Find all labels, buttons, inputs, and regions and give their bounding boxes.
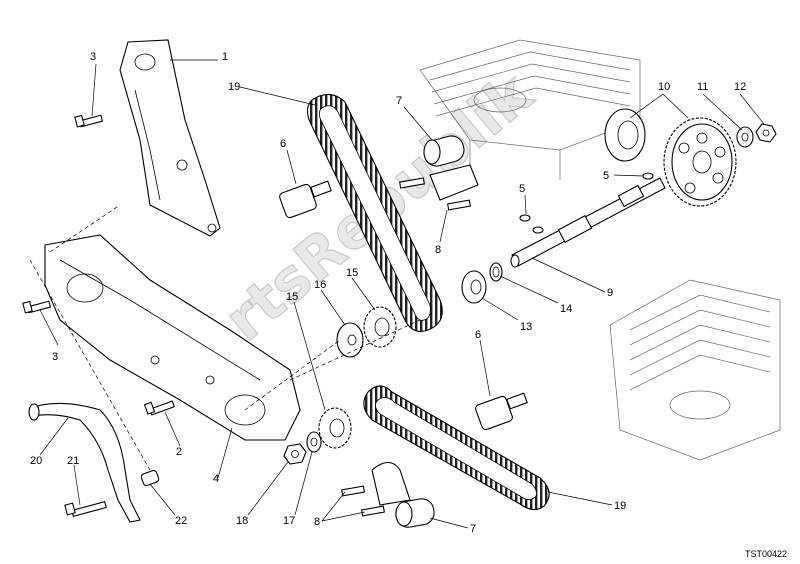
cylinder-head-ghost bbox=[609, 279, 781, 461]
leader-lines bbox=[39, 59, 765, 529]
callout-13: 13 bbox=[520, 321, 532, 333]
drawing-code: TST00422 bbox=[745, 549, 787, 559]
callout-5-right: 5 bbox=[603, 170, 609, 182]
callout-8-upper: 8 bbox=[435, 244, 441, 256]
camshaft-pulley-large[interactable] bbox=[663, 117, 737, 207]
callout-22: 22 bbox=[175, 515, 187, 527]
callout-7-lower: 7 bbox=[470, 523, 476, 535]
callout-1: 1 bbox=[222, 51, 228, 63]
upper-belt-cover[interactable] bbox=[119, 39, 221, 237]
callout-11: 11 bbox=[697, 81, 708, 93]
callout-8-lower: 8 bbox=[314, 516, 320, 528]
callout-labels: 1 19 7 10 11 12 3 6 5 5 8 9 14 13 15 16 … bbox=[30, 51, 746, 535]
drive-pulley-lower[interactable] bbox=[318, 407, 352, 449]
lever-20[interactable] bbox=[28, 402, 141, 523]
callout-6-upper: 6 bbox=[280, 138, 286, 150]
callout-15-lower: 15 bbox=[286, 291, 298, 303]
camshaft[interactable] bbox=[510, 177, 666, 268]
callout-16: 16 bbox=[314, 279, 326, 291]
callout-21: 21 bbox=[67, 455, 79, 467]
tensioner-screws-lower[interactable] bbox=[341, 485, 385, 517]
spacer-upper[interactable] bbox=[279, 180, 332, 219]
callout-5-left: 5 bbox=[519, 183, 525, 195]
timing-belt-upper[interactable] bbox=[306, 93, 443, 333]
bushing-22[interactable] bbox=[140, 469, 160, 487]
washer-16[interactable] bbox=[336, 322, 364, 358]
callout-20: 20 bbox=[30, 455, 42, 467]
callout-17: 17 bbox=[283, 515, 295, 527]
callout-12: 12 bbox=[734, 81, 746, 93]
callout-14: 14 bbox=[560, 303, 572, 315]
callout-3-upper: 3 bbox=[90, 51, 96, 63]
bearing-13[interactable] bbox=[461, 270, 487, 304]
cover-screw-top[interactable] bbox=[74, 114, 104, 128]
assembly-guide-lines bbox=[29, 204, 421, 471]
callout-7-upper: 7 bbox=[396, 95, 402, 107]
cover-screw-lower[interactable] bbox=[22, 300, 52, 314]
tensioner-pulley-lower[interactable] bbox=[371, 461, 436, 530]
callout-3-lower: 3 bbox=[52, 351, 58, 363]
callout-6-lower: 6 bbox=[475, 329, 481, 341]
callout-9: 9 bbox=[607, 287, 613, 299]
bolt-21[interactable] bbox=[64, 501, 107, 517]
timing-belt-lower[interactable] bbox=[363, 385, 550, 511]
callout-2: 2 bbox=[176, 446, 182, 458]
tensioner-screws-upper[interactable] bbox=[399, 177, 471, 211]
washer-11[interactable] bbox=[736, 126, 754, 148]
lower-belt-cover[interactable] bbox=[44, 234, 301, 441]
nut-18[interactable] bbox=[283, 443, 307, 465]
callout-18: 18 bbox=[236, 515, 248, 527]
spacer-lower[interactable] bbox=[475, 392, 528, 431]
camshaft-pulley-small[interactable] bbox=[604, 108, 646, 162]
nut-12[interactable] bbox=[755, 123, 777, 143]
circlip-14[interactable] bbox=[489, 262, 503, 282]
washer-17[interactable] bbox=[306, 431, 322, 453]
drive-pulley-upper[interactable] bbox=[363, 306, 397, 348]
callout-19-upper: 19 bbox=[228, 81, 240, 93]
tensioner-pulley-upper[interactable] bbox=[421, 133, 479, 201]
keys-5[interactable] bbox=[519, 172, 654, 234]
callout-15-upper: 15 bbox=[346, 267, 358, 279]
cover-screw-2[interactable] bbox=[143, 400, 176, 416]
callout-4: 4 bbox=[213, 473, 219, 485]
callout-10: 10 bbox=[658, 81, 670, 93]
callout-19-lower: 19 bbox=[614, 500, 626, 512]
